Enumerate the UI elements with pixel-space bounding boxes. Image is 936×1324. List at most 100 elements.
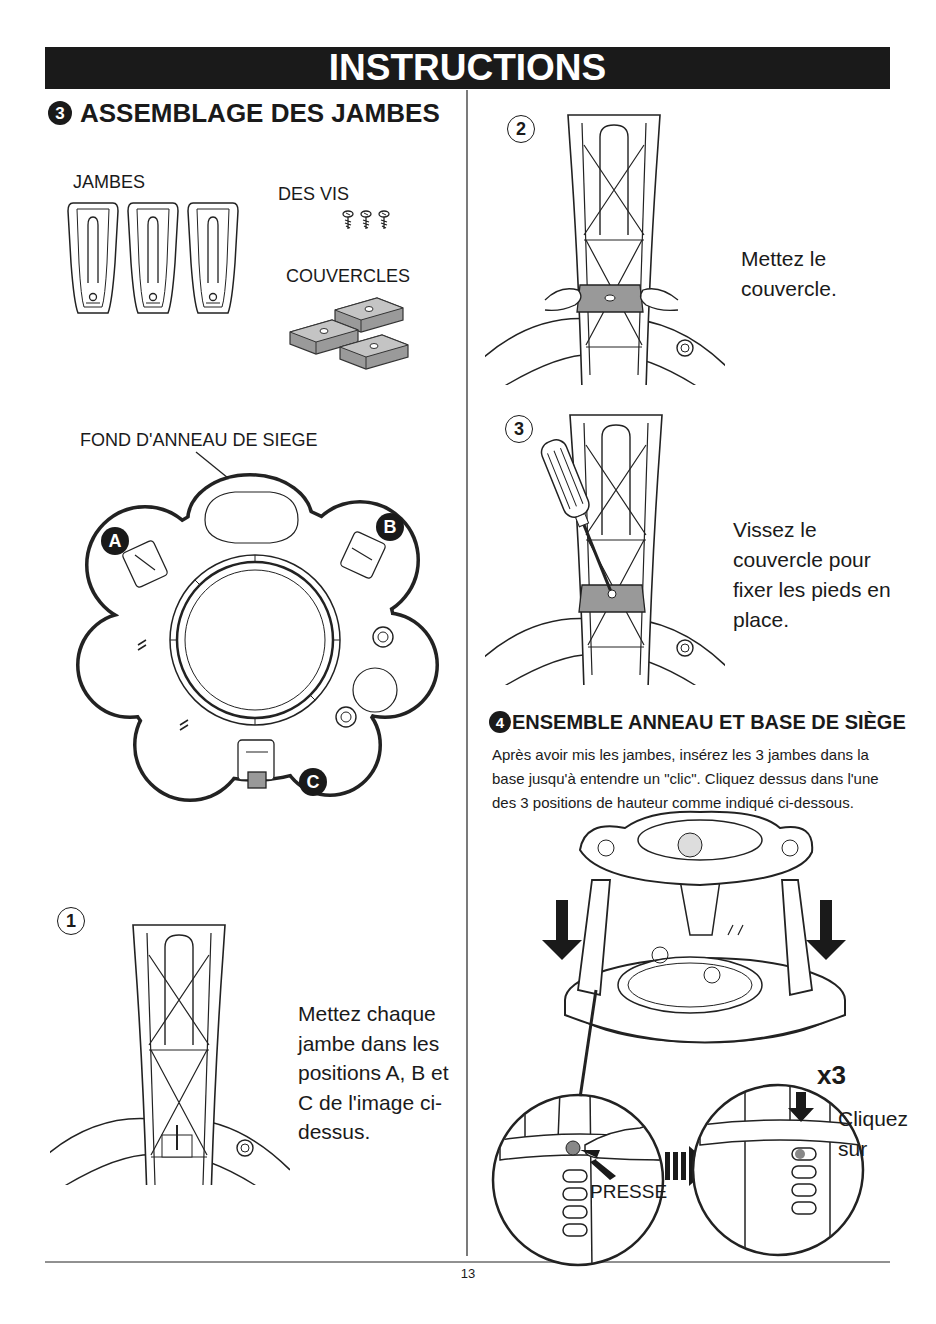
seat-ring [378, 632, 388, 642]
seat-ring [170, 555, 340, 725]
base-assembly [580, 990, 596, 1098]
section-heading: ASSEMBLAGE DES JAMBES [80, 100, 440, 126]
number-text: 3 [514, 420, 524, 438]
press-inset [580, 1150, 616, 1180]
base-assembly [598, 840, 614, 856]
number-text: C [307, 773, 320, 791]
click-inset [795, 1149, 805, 1159]
seat-ring [205, 492, 298, 543]
seat-ring [138, 640, 188, 730]
section-number: 4ENSEMBLE ANNEAU ET BASE DE SIÈGE [489, 711, 511, 733]
leg-parts [128, 203, 178, 313]
part-label: COUVERCLES [286, 266, 410, 288]
instruction-text: Mettez le couvercle. [741, 244, 853, 304]
seat-ring [78, 475, 437, 800]
click-inset [792, 1166, 816, 1178]
leg-parts [68, 203, 118, 313]
step-two-illustration [605, 295, 615, 301]
seat-ring [341, 712, 351, 722]
base-assembly [578, 880, 610, 995]
number-text: 3 [55, 105, 64, 122]
base-assembly [678, 833, 702, 857]
number-text: 1 [66, 912, 76, 930]
seat-ring [122, 540, 169, 589]
press-inset [563, 1206, 587, 1218]
screw-parts [343, 211, 389, 229]
seat-ring [122, 531, 387, 788]
press-inset [563, 1170, 587, 1236]
step-one-illustration [50, 925, 290, 1185]
header-band [45, 47, 890, 89]
base-assembly [580, 812, 812, 885]
cover-parts [290, 298, 408, 369]
seat-ring [185, 570, 325, 710]
step-three-illustration [584, 525, 611, 592]
screw-parts [361, 211, 371, 229]
callout-number: 3 [505, 415, 533, 443]
seat-ring [80, 477, 436, 799]
part-label: PRESSE [590, 1181, 667, 1204]
cover-parts [340, 335, 408, 369]
base-assembly [704, 967, 720, 983]
step-three-illustration [485, 415, 725, 685]
instruction-text: Vissez le couvercle pour fixer les pieds… [733, 515, 898, 635]
press-inset [563, 1170, 587, 1182]
base-assembly [782, 840, 798, 856]
step-two-illustration [641, 289, 678, 311]
click-arrow [681, 1152, 686, 1180]
step-three-illustration [576, 514, 589, 527]
click-arrow [673, 1152, 678, 1180]
step-three-illustration [570, 415, 662, 685]
step-one-illustration [176, 1125, 178, 1150]
section-number: 3ASSEMBLAGE DES JAMBES [48, 101, 72, 125]
press-inset [490, 1090, 670, 1270]
part-label: FOND D'ANNEAU DE SIEGE [80, 430, 317, 452]
press-inset [490, 1090, 670, 1270]
number-text: 2 [516, 120, 526, 138]
click-inset [792, 1148, 816, 1160]
base-assembly [542, 812, 846, 1098]
seat-ring [135, 548, 372, 752]
click-inset [693, 1085, 863, 1255]
column-divider [466, 90, 467, 1256]
click-inset [700, 1120, 860, 1145]
base-assembly [638, 820, 762, 860]
number-text: 4 [496, 715, 504, 730]
step-one-illustration [133, 925, 225, 1185]
step-two-illustration [577, 285, 643, 312]
instruction-text: Mettez chaque jambe dans les positions A… [298, 999, 460, 1147]
base-assembly [542, 900, 582, 960]
page-title: INSTRUCTIONS [45, 47, 890, 89]
click-inset [792, 1202, 816, 1214]
seat-ring [373, 627, 393, 647]
step-two-illustration [485, 115, 725, 385]
footer-rule [45, 1262, 890, 1263]
section-heading: ENSEMBLE ANNEAU ET BASE DE SIÈGE [512, 712, 906, 732]
leg-parts [68, 203, 238, 313]
number-text: A [109, 532, 122, 550]
base-assembly [806, 900, 846, 960]
callout-number: B [376, 513, 404, 541]
part-label: JAMBES [73, 172, 145, 194]
screw-parts [343, 211, 353, 229]
seat-ring [353, 668, 397, 712]
instruction-text: Cliquez sur [838, 1104, 916, 1164]
seat-ring [170, 555, 340, 725]
screw-parts [379, 211, 389, 229]
seat-ring [336, 707, 356, 727]
press-inset [490, 1090, 670, 1270]
press-inset [563, 1224, 587, 1236]
base-assembly [680, 880, 720, 935]
step-three-illustration [579, 585, 645, 612]
base-assembly [618, 957, 762, 1013]
part-label: x3 [817, 1060, 846, 1091]
click-inset [792, 1184, 816, 1196]
callout-number: 1 [57, 907, 85, 935]
base-assembly [728, 925, 743, 935]
click-inset [788, 1092, 814, 1122]
callout-number: C [299, 768, 327, 796]
press-inset [525, 1090, 592, 1270]
leader-line [196, 452, 228, 478]
